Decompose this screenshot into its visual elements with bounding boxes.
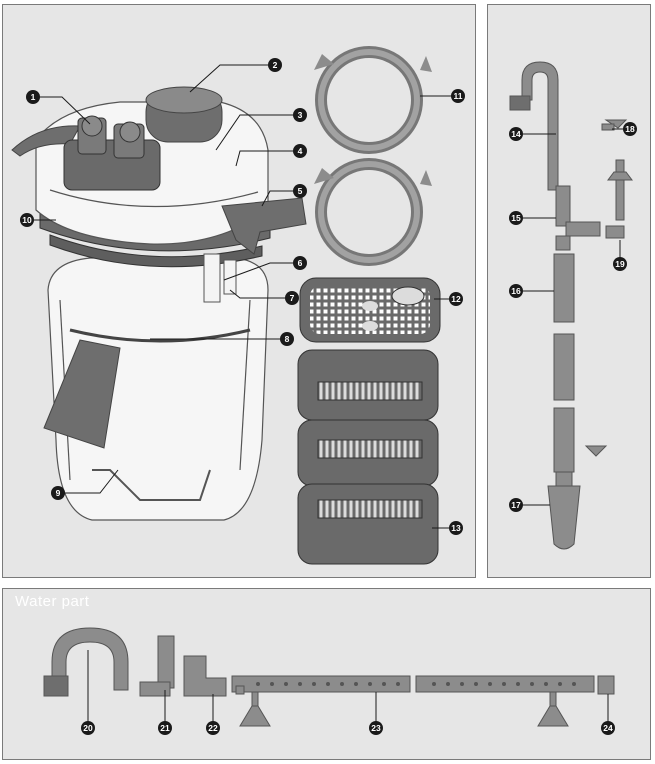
svg-text:14: 14 xyxy=(511,129,521,139)
callout-24: 24 xyxy=(601,721,615,735)
svg-text:16: 16 xyxy=(511,286,521,296)
priming-knob xyxy=(145,86,223,143)
spray-bar-holes xyxy=(256,682,576,686)
callout-22: 22 xyxy=(206,721,220,735)
callout-7: 7 xyxy=(285,291,299,305)
svg-text:9: 9 xyxy=(56,488,61,498)
svg-text:20: 20 xyxy=(83,723,93,733)
callout-8: 8 xyxy=(280,332,294,346)
svg-text:23: 23 xyxy=(371,723,381,733)
callout-21: 21 xyxy=(158,721,172,735)
canister-body xyxy=(47,257,269,521)
callout-19: 19 xyxy=(613,257,627,271)
svg-text:1: 1 xyxy=(31,92,36,102)
valve-block xyxy=(63,115,161,191)
callout-15: 15 xyxy=(509,211,523,225)
hose-coil-upper xyxy=(314,46,432,154)
callout-13: 13 xyxy=(449,521,463,535)
callout-17: 17 xyxy=(509,498,523,512)
svg-text:13: 13 xyxy=(451,523,461,533)
callout-9: 9 xyxy=(51,486,65,500)
svg-text:2: 2 xyxy=(273,60,278,70)
callout-12: 12 xyxy=(449,292,463,306)
callout-10: 10 xyxy=(20,213,34,227)
svg-text:11: 11 xyxy=(454,91,463,101)
carry-handle xyxy=(43,339,121,449)
hose-coil-lower xyxy=(314,158,432,266)
callout-3: 3 xyxy=(293,108,307,122)
svg-text:4: 4 xyxy=(298,146,303,156)
locking-clip xyxy=(221,197,307,255)
svg-text:18: 18 xyxy=(625,124,635,134)
callout-6: 6 xyxy=(293,256,307,270)
svg-text:21: 21 xyxy=(160,723,170,733)
svg-text:15: 15 xyxy=(511,213,521,223)
callout-23: 23 xyxy=(369,721,383,735)
callout-4: 4 xyxy=(293,144,307,158)
callout-18: 18 xyxy=(623,122,637,136)
media-tray-stack xyxy=(297,349,439,565)
svg-text:12: 12 xyxy=(451,294,461,304)
water-part-title: Water part xyxy=(15,593,90,610)
svg-text:5: 5 xyxy=(298,186,303,196)
svg-text:22: 22 xyxy=(208,723,218,733)
water-parts xyxy=(43,627,615,727)
svg-text:7: 7 xyxy=(290,293,295,303)
svg-text:6: 6 xyxy=(298,258,303,268)
svg-text:3: 3 xyxy=(298,110,303,120)
callout-2: 2 xyxy=(268,58,282,72)
media-tray-lid xyxy=(299,277,441,343)
callout-20: 20 xyxy=(81,721,95,735)
intake-assembly xyxy=(509,61,633,550)
callout-1: 1 xyxy=(26,90,40,104)
svg-text:8: 8 xyxy=(285,334,290,344)
svg-text:10: 10 xyxy=(22,215,32,225)
left-lever xyxy=(11,125,81,157)
callout-16: 16 xyxy=(509,284,523,298)
callout-11: 11 xyxy=(451,89,465,103)
svg-text:24: 24 xyxy=(603,723,613,733)
svg-text:19: 19 xyxy=(615,259,625,269)
svg-text:17: 17 xyxy=(511,500,521,510)
water-part-panel: Water part xyxy=(2,588,651,760)
callout-5: 5 xyxy=(293,184,307,198)
callout-14: 14 xyxy=(509,127,523,141)
impeller-shaft xyxy=(203,253,221,303)
